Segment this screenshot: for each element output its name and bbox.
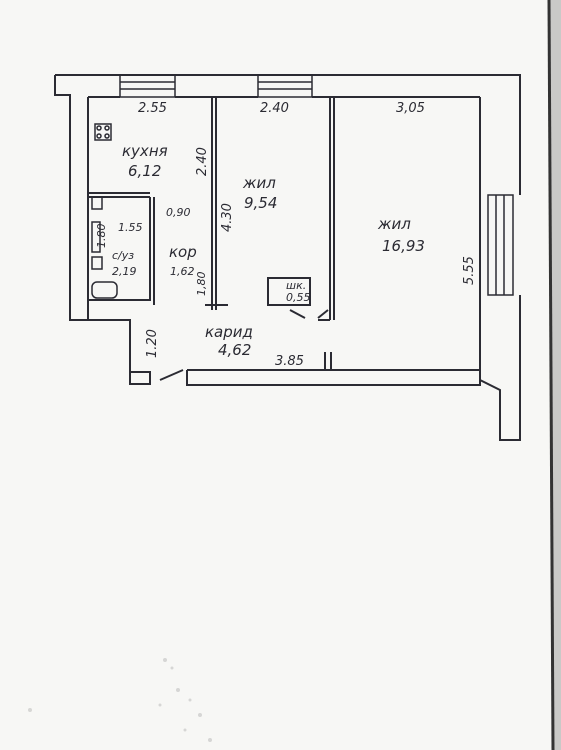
corridor-wall xyxy=(186,369,481,386)
room-name-living-small: жил xyxy=(243,174,276,192)
room-area-bathroom: 2,19 xyxy=(112,265,137,278)
bath-fixture-1 xyxy=(91,196,103,210)
window-living-large xyxy=(487,194,514,296)
dim-corridor-side: 1,80 xyxy=(195,271,208,297)
bath-fixture-2 xyxy=(91,256,103,270)
room-name-closet: шк. xyxy=(286,279,307,292)
room-area-kitchen: 6,12 xyxy=(128,162,162,180)
room-name-bathroom: с/уз xyxy=(112,249,135,262)
bathtub xyxy=(91,221,101,253)
hall-jamb xyxy=(324,352,332,370)
toilet xyxy=(91,281,118,299)
dim-entry-side: 1.20 xyxy=(145,329,160,358)
right-wall xyxy=(479,97,521,441)
left-wall-outer xyxy=(54,75,88,321)
top-wall-outer xyxy=(55,74,521,100)
room-area-hall: 4,62 xyxy=(218,341,252,359)
dim-top-middle: 2.40 xyxy=(260,101,289,116)
dim-top-right: 3,05 xyxy=(396,101,425,116)
dim-bath-side: 1.80 xyxy=(95,223,108,249)
room-area-living-large: 16,93 xyxy=(382,237,425,255)
entry-wall xyxy=(88,319,131,372)
kitchen-stove xyxy=(94,123,112,141)
dim-top-kitchen: 2.55 xyxy=(138,101,167,116)
entry-box xyxy=(129,371,151,385)
dim-kitchen-side: 2.40 xyxy=(195,147,210,176)
room-name-hall: карид xyxy=(205,323,253,341)
window-living-small xyxy=(257,74,313,98)
room-area-corridor: 1,62 xyxy=(170,265,195,278)
room-name-corridor: кор xyxy=(169,243,197,261)
closet-door-swing xyxy=(289,309,329,319)
dim-right-side: 5.55 xyxy=(462,256,477,285)
paper-edge xyxy=(547,0,555,750)
dim-corridor-width: 0,90 xyxy=(166,206,191,219)
room-area-closet: 0,55 xyxy=(286,291,311,304)
dim-middle-side: 4.30 xyxy=(220,203,235,232)
room-name-living-large: жил xyxy=(378,215,411,233)
room-area-living-small: 9,54 xyxy=(244,194,278,212)
paper-smudges xyxy=(28,658,212,742)
room-name-kitchen: кухня xyxy=(122,142,168,160)
closet-wall xyxy=(267,277,311,306)
dim-hall-width: 3.85 xyxy=(275,354,304,369)
window-kitchen xyxy=(119,74,176,98)
dim-bath-width: 1.55 xyxy=(118,221,143,234)
entry-door-swing xyxy=(159,369,184,381)
wall-bath xyxy=(88,197,151,301)
